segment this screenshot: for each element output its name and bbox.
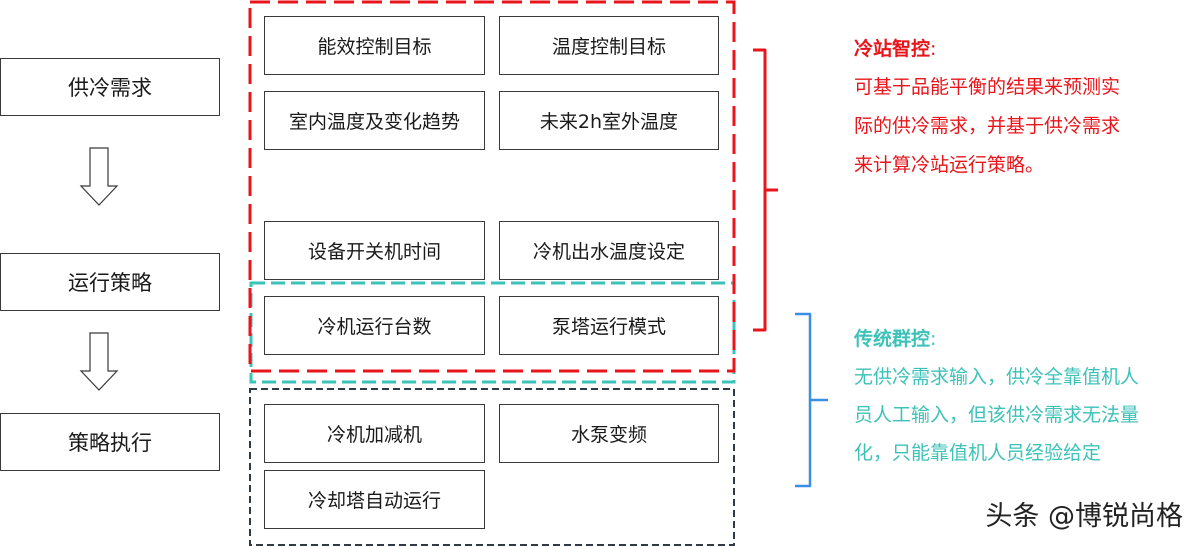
traditional-control-heading: 传统群控: — [854, 320, 936, 358]
box-outdoor-temp-forecast: 未来2h室外温度 — [499, 91, 719, 150]
watermark: 头条 @博锐尚格 — [985, 501, 1183, 532]
box-chiller-count: 冷机运行台数 — [264, 296, 485, 355]
traditional-control-line3: 化，只能靠值机人员经验给定 — [854, 442, 1102, 464]
smart-control-line1: 可基于品能平衡的结果来预测实 — [854, 76, 1121, 98]
box-chiller-outlet-setpoint: 冷机出水温度设定 — [499, 221, 719, 280]
traditional-control-line2: 员人工输入，但该供冷需求无法量 — [854, 404, 1140, 426]
flow-step-demand: 供冷需求 — [0, 58, 220, 116]
box-tower-auto: 冷却塔自动运行 — [264, 470, 485, 529]
box-device-schedule: 设备开关机时间 — [264, 221, 485, 280]
box-chiller-staging: 冷机加减机 — [264, 404, 485, 463]
smart-control-title: 冷站智控 — [854, 38, 931, 60]
execution-dashed-frame — [249, 388, 735, 546]
down-arrow-2 — [79, 332, 119, 391]
red-brace — [753, 48, 778, 332]
box-efficiency-target: 能效控制目标 — [264, 16, 485, 75]
flow-step-strategy: 运行策略 — [0, 253, 220, 311]
smart-control-colon: : — [930, 38, 937, 60]
flow-step-execution: 策略执行 — [0, 413, 220, 471]
smart-control-line3: 来计算冷站运行策略。 — [854, 154, 1045, 176]
box-temperature-target: 温度控制目标 — [499, 16, 719, 75]
smart-control-line2: 际的供冷需求，并基于供冷需求 — [854, 115, 1121, 137]
box-pump-vfd: 水泵变频 — [499, 404, 719, 463]
traditional-control-line1: 无供冷需求输入，供冷全靠值机人 — [854, 366, 1140, 388]
smart-control-heading: 冷站智控: — [854, 30, 936, 68]
smart-dashed-frame — [248, 0, 736, 373]
traditional-control-title: 传统群控 — [854, 328, 931, 350]
blue-brace — [795, 312, 828, 488]
down-arrow-1 — [79, 147, 119, 206]
box-indoor-temp-trend: 室内温度及变化趋势 — [264, 91, 485, 150]
traditional-control-colon: : — [930, 328, 937, 350]
traditional-dashed-frame — [249, 281, 736, 384]
box-pump-tower-mode: 泵塔运行模式 — [499, 296, 719, 355]
